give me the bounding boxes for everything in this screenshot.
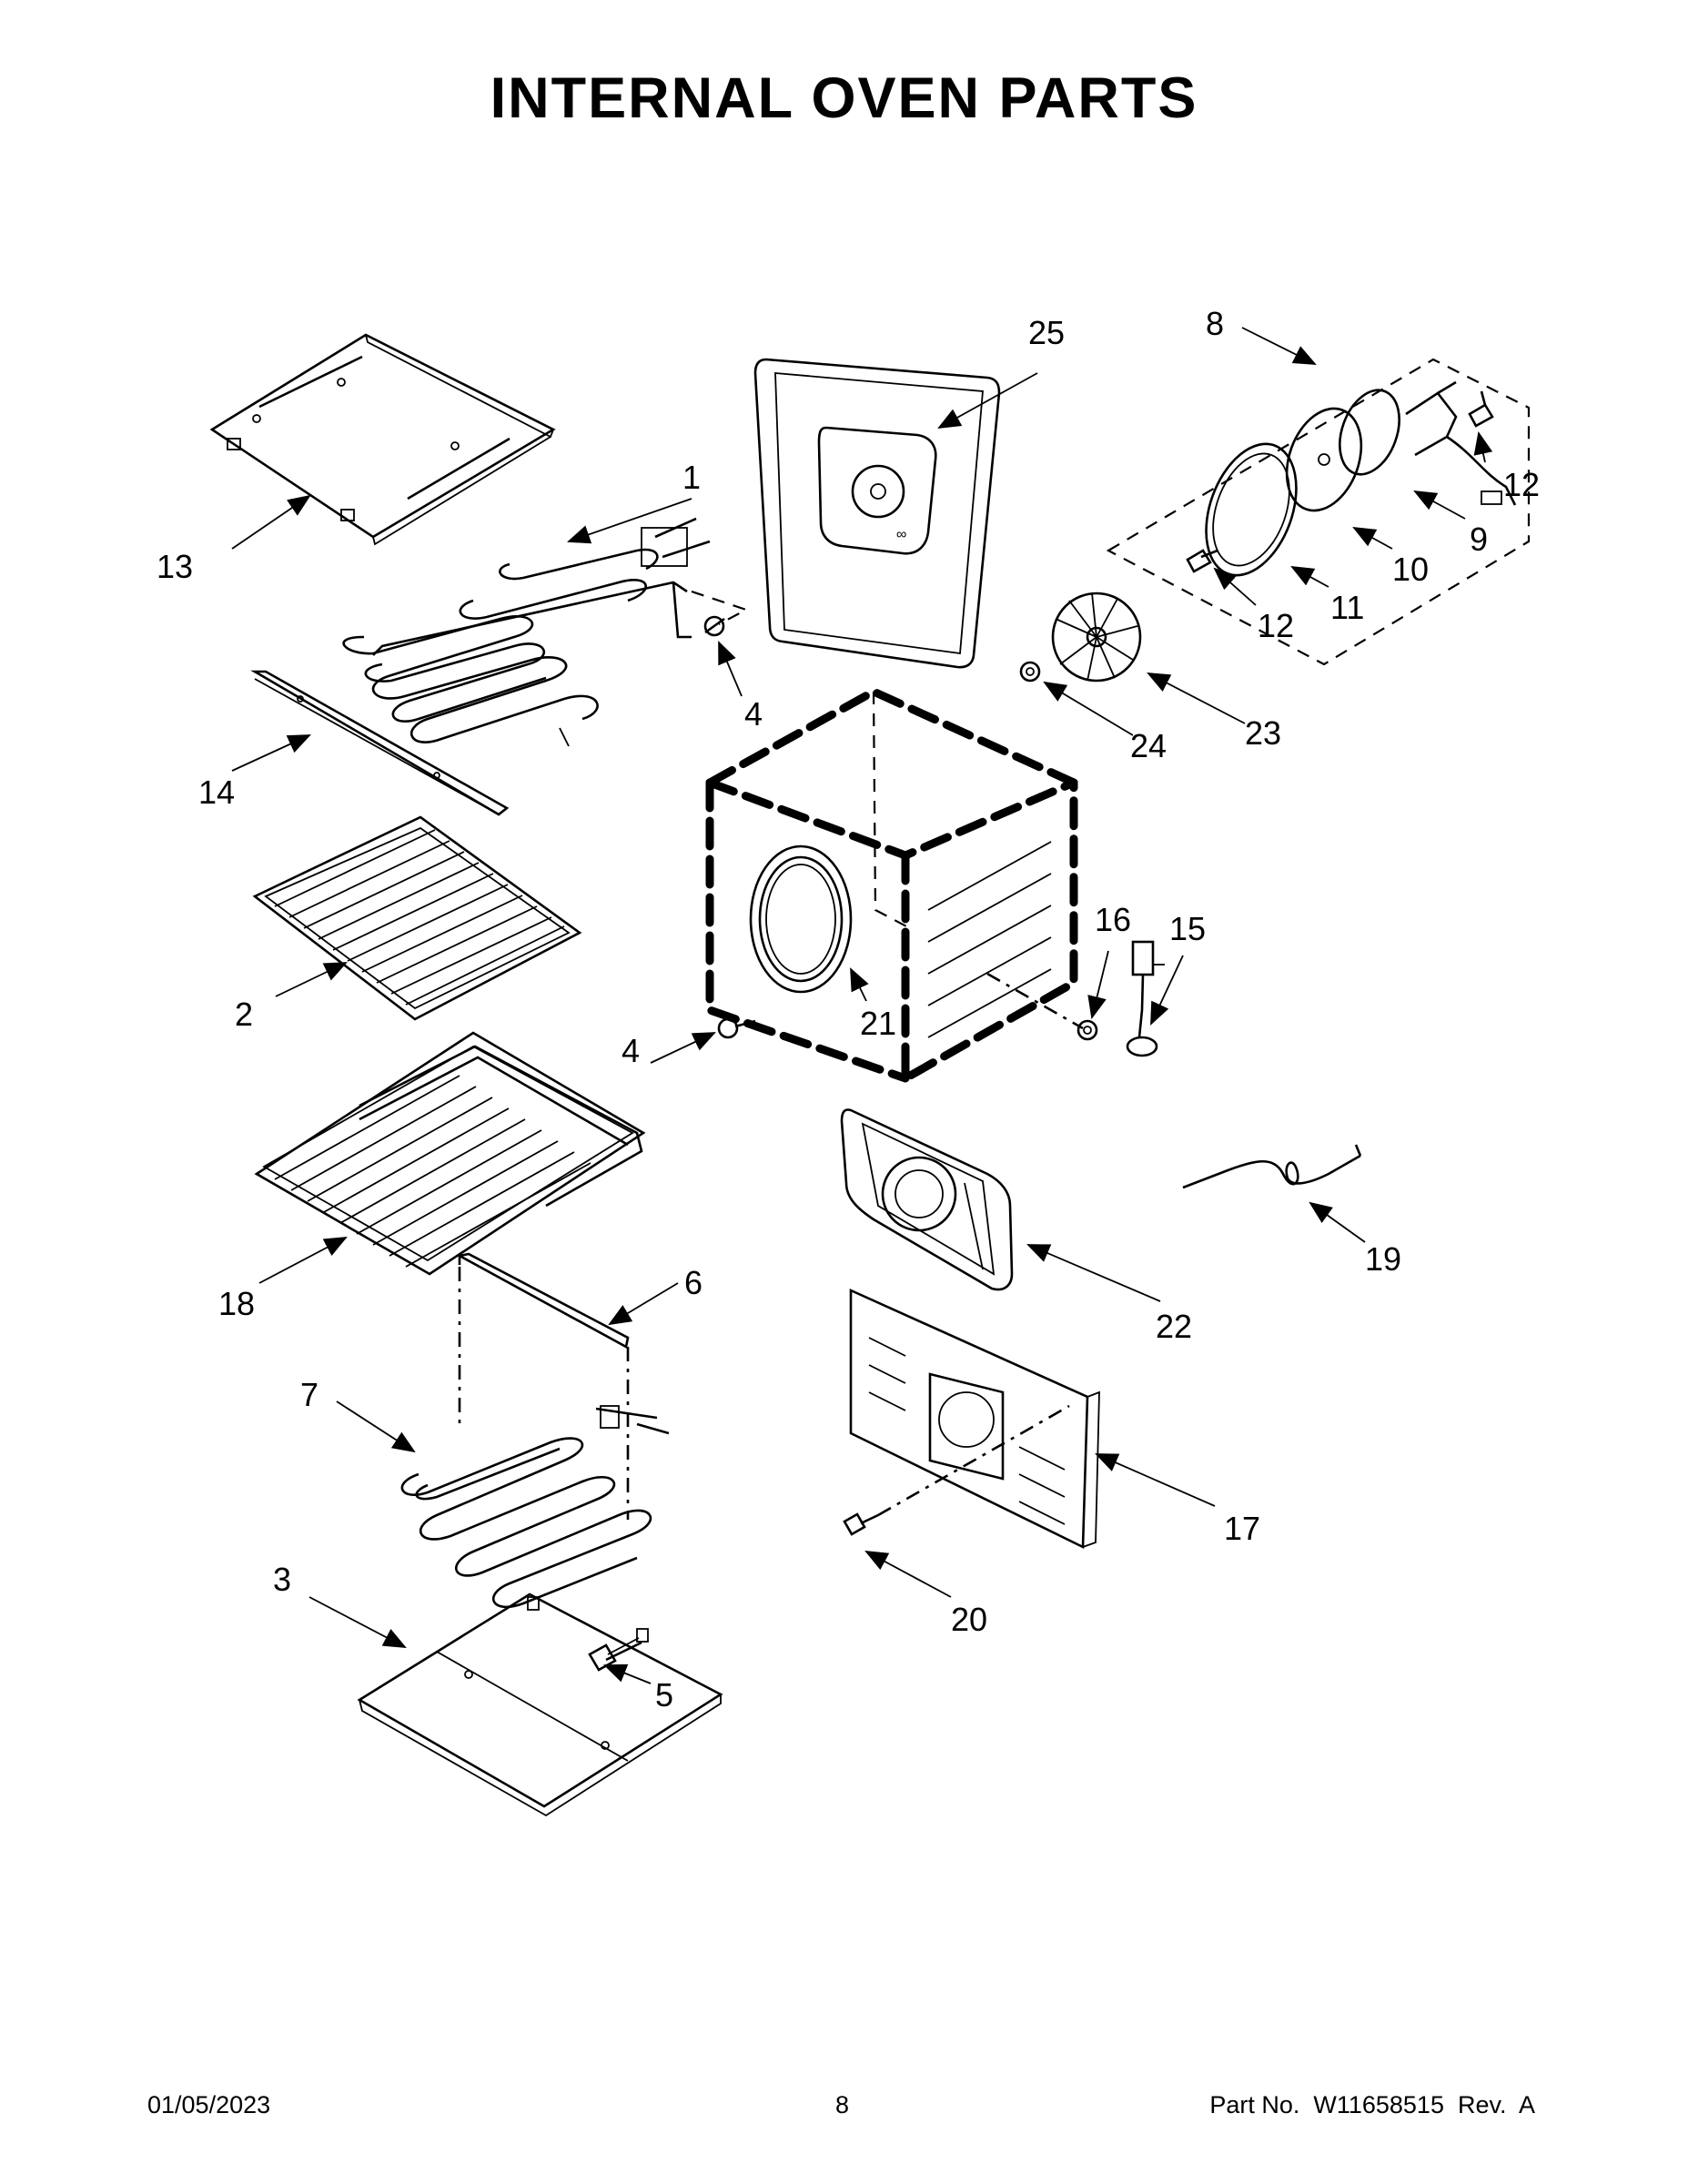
bottom-cover-plate-part: [357, 1592, 723, 1817]
screw-part: [588, 1637, 642, 1672]
callout-7: 7: [300, 1376, 318, 1413]
convection-motor-assembly-part: [1106, 358, 1531, 666]
callout-1: 1: [682, 459, 701, 496]
broil-element-part: [342, 517, 711, 747]
extendable-rack-part: [254, 1031, 646, 1276]
footer-date: 01/05/2023: [147, 2091, 271, 2118]
screw-part: [717, 1017, 756, 1039]
callout-5: 5: [655, 1676, 673, 1714]
footer-page-number: 8: [835, 2091, 850, 2118]
callout-25: 25: [1028, 314, 1065, 351]
callout-11: 11: [1330, 589, 1364, 626]
callout-21: 21: [860, 1005, 896, 1042]
callout-18: 18: [218, 1285, 255, 1322]
callout-23: 23: [1245, 714, 1281, 752]
callout-leaders: [231, 327, 1493, 1684]
callout-10: 10: [1392, 551, 1429, 588]
fan-nut-part: [1019, 661, 1041, 682]
callout-19: 19: [1365, 1240, 1401, 1278]
nut-part: [1076, 1019, 1098, 1041]
convection-fan-cover-part: [840, 1108, 1014, 1291]
oven-rack-part: [252, 815, 582, 1021]
temperature-sensor-part: [1182, 1144, 1362, 1189]
callout-16: 16: [1095, 901, 1131, 938]
callout-6: 6: [684, 1264, 702, 1301]
sensor-harness-part: [1126, 940, 1165, 1057]
page-title: INTERNAL OVEN PARTS: [490, 66, 1198, 130]
callout-20: 20: [951, 1601, 987, 1638]
screw-part: [843, 1512, 879, 1536]
convection-fan-blade-part: [1051, 592, 1142, 682]
callout-12-left: 12: [1258, 607, 1294, 644]
top-cover-plate-part: [209, 333, 556, 546]
oven-cavity-part: [705, 686, 1084, 1086]
rack-rail-part: [250, 670, 510, 816]
callout-15: 15: [1169, 910, 1206, 947]
convection-rear-panel-part: [849, 1288, 1100, 1550]
bake-element-part: [400, 1267, 670, 1609]
callout-17: 17: [1224, 1510, 1260, 1547]
callout-4: 4: [744, 695, 763, 733]
callout-14: 14: [198, 774, 235, 811]
callout-3: 3: [273, 1561, 291, 1598]
callout-labels: 1 2 3 4 4 5 6 7 8 9 10 11 12 12 13 14 15…: [157, 305, 1540, 1714]
callout-9: 9: [1470, 521, 1488, 558]
callout-12-right: 12: [1503, 466, 1540, 503]
callout-4-lower: 4: [622, 1032, 640, 1069]
callout-2: 2: [235, 996, 253, 1033]
svg-text:∞: ∞: [896, 527, 906, 542]
screw-part: [691, 590, 749, 637]
footer-part-number: Part No. W11658515 Rev. A: [1209, 2091, 1535, 2118]
callout-24: 24: [1130, 727, 1167, 764]
oven-back-panel-part: ∞: [753, 358, 1001, 669]
element-shield-part: [456, 1252, 630, 1349]
callout-22: 22: [1156, 1308, 1192, 1345]
callout-8: 8: [1206, 305, 1224, 342]
callout-13: 13: [157, 548, 193, 585]
